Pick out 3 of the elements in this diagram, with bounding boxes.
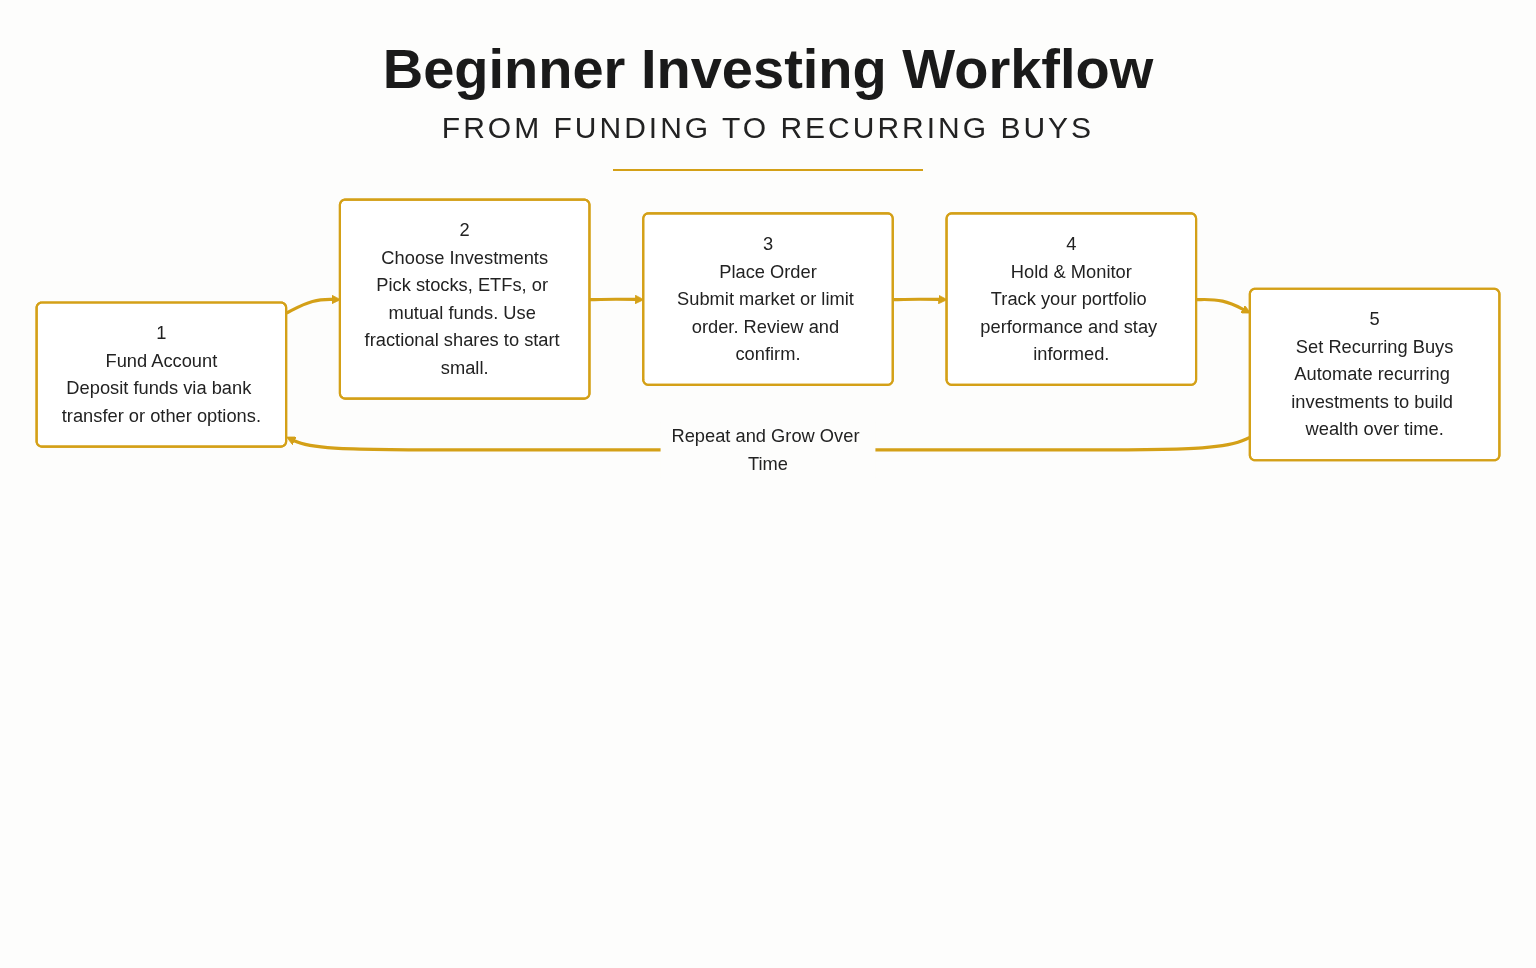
edge-label: Repeat and Grow Over Time	[671, 425, 860, 474]
title: Beginner Investing Workflow	[382, 36, 1154, 101]
subtitle: FROM FUNDING TO RECURRING BUYS	[441, 111, 1095, 145]
